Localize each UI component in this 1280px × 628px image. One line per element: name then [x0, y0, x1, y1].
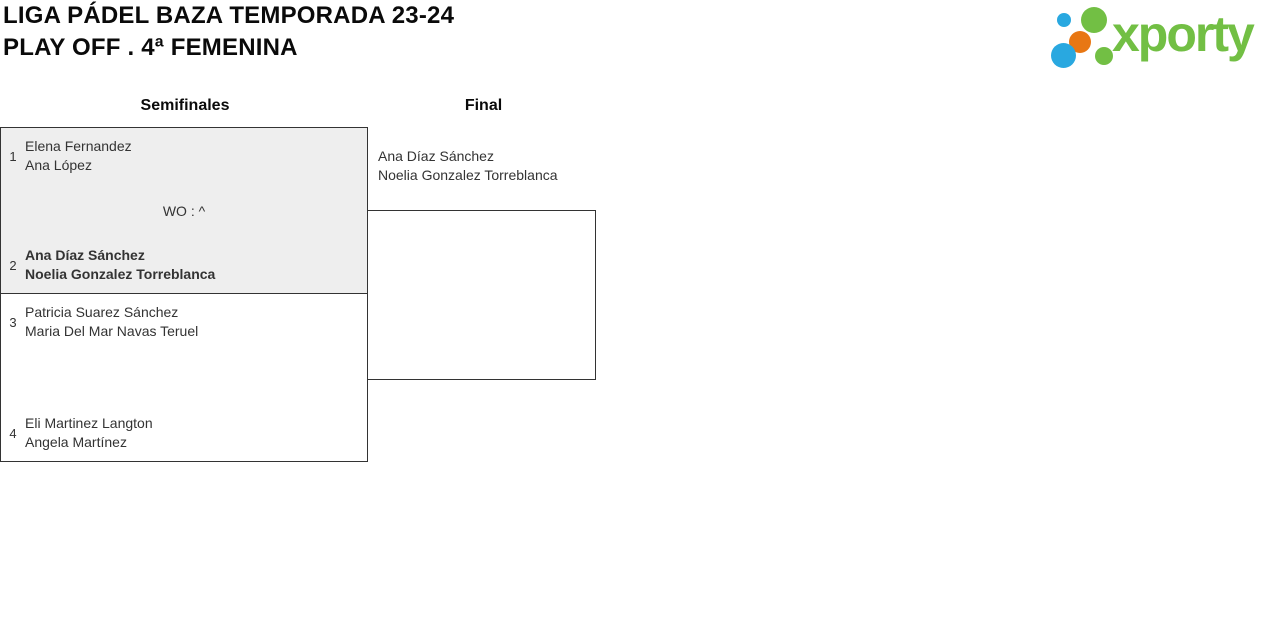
match-status-walkover: WO : ^: [162, 202, 206, 219]
match-final: [367, 210, 596, 380]
player-name: Elena Fernandez: [25, 138, 132, 154]
player-name: Maria Del Mar Navas Teruel: [25, 323, 199, 339]
match-semifinal-2: 3 Patricia Suarez Sánchez Maria Del Mar …: [0, 293, 368, 462]
team-seed: 2: [9, 257, 17, 273]
xporty-logo[interactable]: xporty: [1048, 0, 1280, 74]
team-names: Ana Díaz Sánchez Noelia Gonzalez Torrebl…: [25, 246, 215, 284]
logo-wordmark: xporty: [1112, 6, 1255, 62]
team-names: Elena Fernandez Ana López: [25, 137, 132, 175]
page-title: LIGA PÁDEL BAZA TEMPORADA 23-24 PLAY OFF…: [3, 0, 454, 64]
round-header-final: Final: [464, 97, 503, 114]
player-name: Noelia Gonzalez Torreblanca: [25, 266, 216, 282]
logo-dot-icon: [1069, 31, 1091, 53]
round-header-semifinales: Semifinales: [140, 97, 230, 114]
title-line1: LIGA PÁDEL BAZA TEMPORADA 23-24: [3, 2, 455, 29]
team-seed: 1: [9, 148, 17, 164]
player-name: Ana López: [25, 157, 92, 173]
team-seed: 4: [9, 425, 17, 441]
team-row-seed3: 3 Patricia Suarez Sánchez Maria Del Mar …: [1, 303, 367, 341]
team-seed: 3: [9, 314, 17, 330]
logo-dot-icon: [1081, 7, 1107, 33]
team-names: Patricia Suarez Sánchez Maria Del Mar Na…: [25, 303, 198, 341]
finalist-team: Ana Díaz Sánchez Noelia Gonzalez Torrebl…: [378, 147, 558, 185]
team-row-seed1: 1 Elena Fernandez Ana López: [1, 137, 367, 175]
team-row-seed2-winner: 2 Ana Díaz Sánchez Noelia Gonzalez Torre…: [1, 246, 367, 284]
title-line2: PLAY OFF . 4ª FEMENINA: [3, 34, 298, 61]
logo-dot-icon: [1095, 47, 1113, 65]
player-name: Ana Díaz Sánchez: [25, 247, 145, 263]
player-name: Eli Martinez Langton: [25, 415, 153, 431]
player-name: Ana Díaz Sánchez: [378, 148, 494, 164]
logo-dot-icon: [1051, 43, 1076, 68]
player-name: Patricia Suarez Sánchez: [25, 304, 179, 320]
logo-dot-icon: [1057, 13, 1071, 27]
team-names: Eli Martinez Langton Angela Martínez: [25, 414, 153, 452]
player-name: Angela Martínez: [25, 434, 127, 450]
player-name: Noelia Gonzalez Torreblanca: [378, 167, 558, 183]
team-row-seed4: 4 Eli Martinez Langton Angela Martínez: [1, 414, 367, 452]
match-semifinal-1: 1 Elena Fernandez Ana López WO : ^ 2 Ana…: [0, 127, 368, 294]
